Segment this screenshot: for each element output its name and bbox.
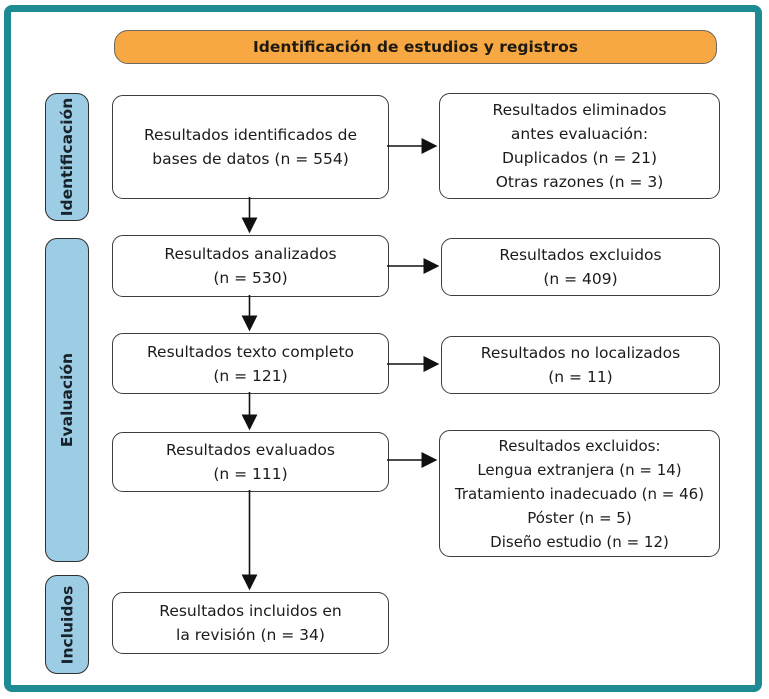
- flow-box-excluded-reasons-line: Póster (n = 5): [527, 508, 632, 527]
- flow-box-screened-line: Resultados analizados: [164, 245, 337, 263]
- title-banner: Identificación de estudios y registros: [114, 30, 717, 64]
- flow-box-identified-line: bases de datos (n = 554): [152, 150, 349, 168]
- flow-box-excluded-line: (n = 409): [543, 270, 618, 288]
- flow-box-removed-before-line: Duplicados (n = 21): [501, 149, 658, 167]
- flow-box-not-located-line: Resultados no localizados: [480, 344, 681, 362]
- flow-box-excluded-reasons-line: Diseño estudio (n = 12): [490, 532, 669, 551]
- flow-box-excluded-reasons-line: Resultados excluidos:: [498, 436, 661, 455]
- stage-identification: Identificación: [45, 93, 89, 221]
- flow-box-screened-line: (n = 530): [213, 269, 288, 287]
- flow-box-excluded-reasons-line: Tratamiento inadecuado (n = 46): [454, 484, 705, 503]
- flow-box-fulltext-line: (n = 121): [213, 366, 288, 385]
- stage-evaluation-label: Evaluación: [58, 352, 76, 448]
- flow-box-excluded-reasons-line: Lengua extranjera (n = 14): [477, 460, 682, 479]
- title-banner-label: Identificación de estudios y registros: [253, 38, 578, 56]
- stage-included-label: Incluidos: [58, 585, 76, 664]
- stage-evaluation: Evaluación: [45, 238, 89, 562]
- flow-box-fulltext-line: Resultados texto completo: [146, 342, 355, 361]
- flow-box-screened: Resultados analizados (n = 530): [112, 235, 389, 297]
- flow-box-identified: Resultados identificados de bases de dat…: [112, 95, 389, 199]
- flow-box-assessed-line: (n = 111): [213, 465, 288, 483]
- flow-box-removed-before-line: antes evaluación:: [510, 125, 649, 143]
- flow-box-not-located-line: (n = 11): [548, 368, 613, 386]
- flow-box-assessed: Resultados evaluados (n = 111): [112, 432, 389, 492]
- flow-box-removed-before-line: Otras razones (n = 3): [495, 173, 664, 191]
- flow-box-excluded-line: Resultados excluidos: [499, 246, 662, 264]
- flow-box-included-line: Resultados incluidos en: [159, 602, 342, 620]
- flow-box-included-line: la revisión (n = 34): [176, 626, 325, 644]
- flow-box-excluded-reasons: Resultados excluidos: Lengua extranjera …: [439, 430, 720, 557]
- flow-box-identified-line: Resultados identificados de: [143, 126, 358, 144]
- flow-box-fulltext: Resultados texto completo (n = 121): [112, 333, 389, 394]
- flow-box-included: Resultados incluidos en la revisión (n =…: [112, 592, 389, 654]
- flow-box-excluded: Resultados excluidos (n = 409): [441, 238, 720, 296]
- flow-box-removed-before-line: Resultados eliminados: [492, 101, 667, 119]
- flow-box-not-located: Resultados no localizados (n = 11): [441, 336, 720, 394]
- stage-included: Incluidos: [45, 575, 89, 674]
- stage-identification-label: Identificación: [58, 97, 77, 217]
- flow-box-assessed-line: Resultados evaluados: [166, 441, 335, 459]
- flow-box-removed-before: Resultados eliminados antes evaluación: …: [439, 93, 720, 199]
